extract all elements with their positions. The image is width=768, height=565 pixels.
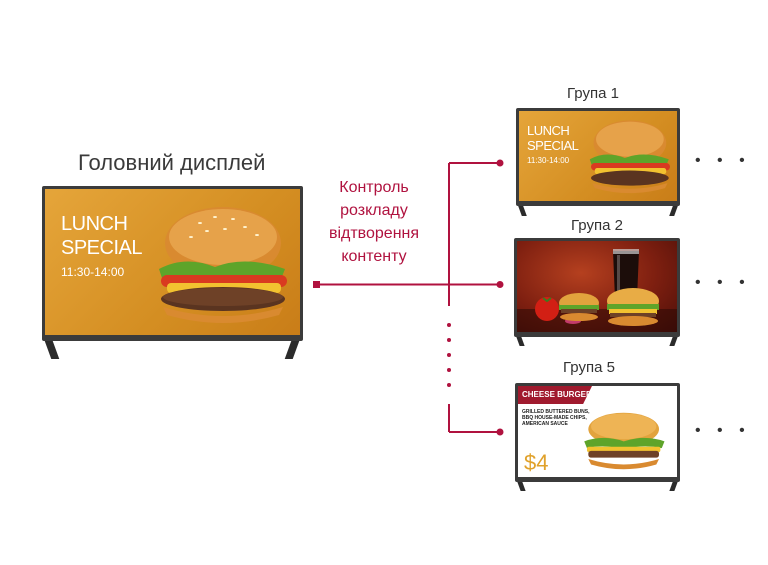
- main-display-title: Головний дисплей: [78, 150, 266, 175]
- group1-screen-time: 11:30-14:00: [527, 156, 570, 165]
- group5-label: Група 5: [563, 359, 615, 376]
- main-screen-line1: LUNCH: [61, 213, 128, 235]
- group2-tv: [514, 238, 680, 337]
- group5-more-indicator: • • •: [695, 422, 751, 439]
- group5-screen: CHEESE BURGER GRILLED BUTTERED BUNS, BBQ…: [518, 386, 677, 477]
- group2-more-indicator: • • •: [695, 274, 751, 291]
- connector-end-group5: [496, 428, 504, 436]
- burger-image: [589, 120, 670, 194]
- burger-image: [607, 288, 659, 326]
- connector-ellipsis-dots: [447, 323, 451, 387]
- connector-end-group1: [496, 159, 504, 167]
- burger-desc-line1: GRILLED BUTTERED BUNS,: [522, 409, 590, 415]
- connector-end-group2: [496, 281, 504, 288]
- ctrl-line3: відтворення: [328, 225, 420, 242]
- drink-cup-image: [613, 249, 639, 299]
- burger-image: [159, 207, 287, 323]
- main-screen-line2: SPECIAL: [61, 237, 142, 259]
- main-screen-time: 11:30-14:00: [61, 265, 125, 279]
- group2-screen: [517, 241, 677, 332]
- group1-tv: LUNCH SPECIAL 11:30-14:00: [516, 108, 680, 206]
- ctrl-line4: контенту: [341, 248, 407, 265]
- cheese-burger-banner: CHEESE BURGER: [518, 386, 592, 404]
- main-display-screen: LUNCH SPECIAL 11:30-14:00: [45, 189, 300, 335]
- burger-description: GRILLED BUTTERED BUNS, BBQ HOUSE-MADE CH…: [522, 409, 590, 427]
- tomato-image: [535, 297, 559, 321]
- group2-label: Група 2: [571, 217, 623, 234]
- ctrl-line2: розкладу: [340, 202, 408, 219]
- group5-tv: CHEESE BURGER GRILLED BUTTERED BUNS, BBQ…: [515, 383, 680, 482]
- group1-label: Група 1: [567, 85, 619, 102]
- schedule-control-label: Контроль розкладу відтворення контенту: [310, 176, 438, 268]
- food-scene-image: [517, 249, 677, 332]
- burger-desc-line2: BBQ HOUSE-MADE CHIPS,: [522, 415, 587, 421]
- ctrl-line1: Контроль: [339, 179, 409, 196]
- burger-image: [584, 412, 665, 470]
- group1-more-indicator: • • •: [695, 152, 751, 169]
- group1-screen-line1: LUNCH: [527, 123, 570, 138]
- burger-desc-line3: AMERICAN SAUCE: [522, 421, 568, 427]
- main-display-tv: LUNCH SPECIAL 11:30-14:00: [42, 186, 303, 341]
- burger-price: $4: [524, 450, 549, 475]
- group1-screen: LUNCH SPECIAL 11:30-14:00: [519, 111, 677, 201]
- group1-screen-line2: SPECIAL: [527, 138, 579, 153]
- burger-image: [559, 293, 599, 321]
